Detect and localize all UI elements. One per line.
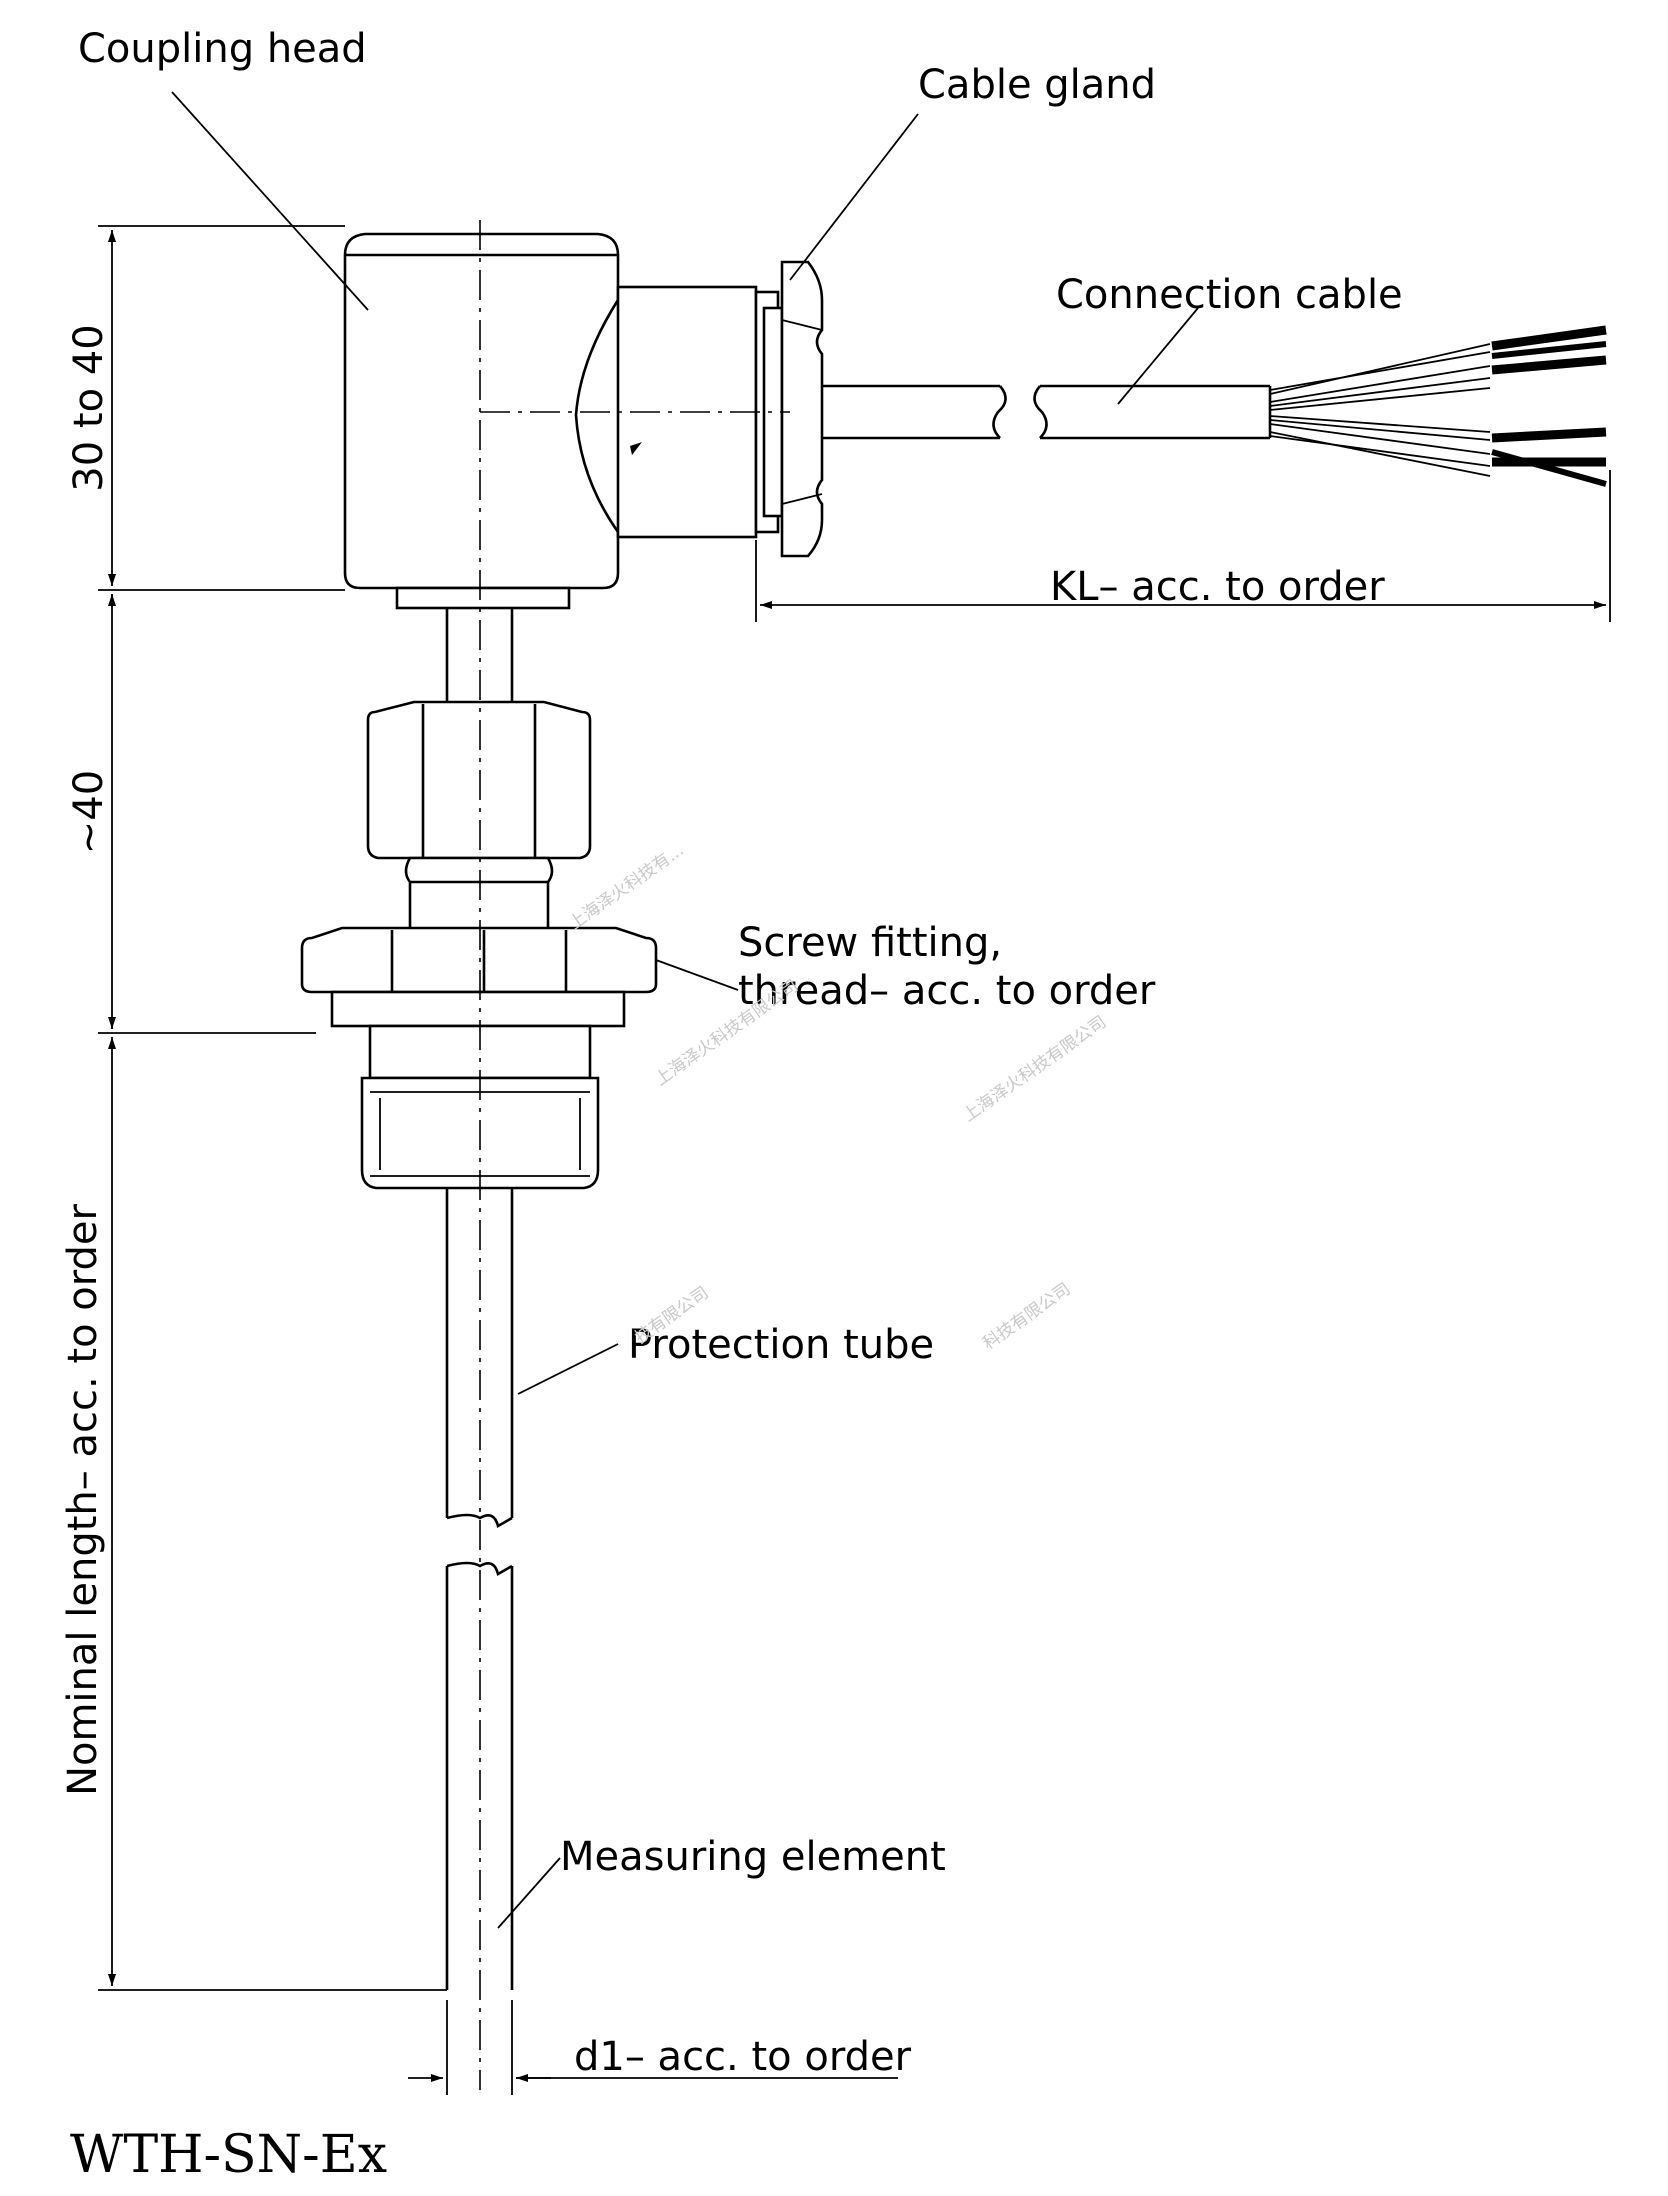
- leader-screw-fitting: [655, 959, 739, 991]
- hex-nut: [366, 700, 592, 884]
- label-d1: d1– acc. to order: [574, 2034, 912, 2080]
- dimension-d1: [408, 2000, 898, 2095]
- label-cable-gland: Cable gland: [918, 62, 1156, 108]
- cable-gland: [754, 260, 824, 558]
- label-nominal-length: Nominal length– acc. to order: [60, 1204, 106, 1796]
- dimension-nominal-length: [98, 1037, 447, 1991]
- watermark: 科技有限公司: [979, 1279, 1074, 1354]
- coupling-head: [343, 232, 758, 610]
- leader-measuring-element: [497, 1857, 561, 1929]
- label-coupling-head: Coupling head: [78, 26, 367, 72]
- dimension-head-height: [98, 225, 345, 591]
- label-screw-fitting-line1: Screw fitting,: [738, 920, 1002, 966]
- label-screw-fitting-line2: thread– acc. to order: [738, 968, 1156, 1014]
- watermark: 上海泽火科技有限公司: [959, 1012, 1110, 1126]
- protection-tube: [445, 1188, 514, 1990]
- small-marker: [630, 442, 642, 455]
- label-head-height: 30 to 40: [66, 324, 112, 491]
- neck-tube: [445, 608, 514, 702]
- label-protection-tube: Protection tube: [628, 1322, 934, 1368]
- leader-cable-gland: [789, 113, 919, 281]
- connection-cable: [822, 325, 1607, 487]
- label-connection-cable: Connection cable: [1056, 272, 1403, 318]
- leader-coupling-head: [171, 91, 369, 311]
- label-measuring-element: Measuring element: [560, 1834, 946, 1880]
- leader-protection-tube: [517, 1343, 619, 1395]
- label-kl: KL– acc. to order: [1050, 564, 1385, 610]
- leader-connection-cable: [1117, 307, 1199, 405]
- watermark: 上海泽火科技有限公司: [651, 976, 802, 1090]
- model-name: WTH-SN-Ex: [70, 2125, 387, 2185]
- dimension-kl: [755, 470, 1611, 622]
- dimension-fitting-height: [98, 594, 316, 1034]
- label-fitting-height: ~40: [66, 770, 112, 854]
- screw-fitting: [300, 882, 658, 1190]
